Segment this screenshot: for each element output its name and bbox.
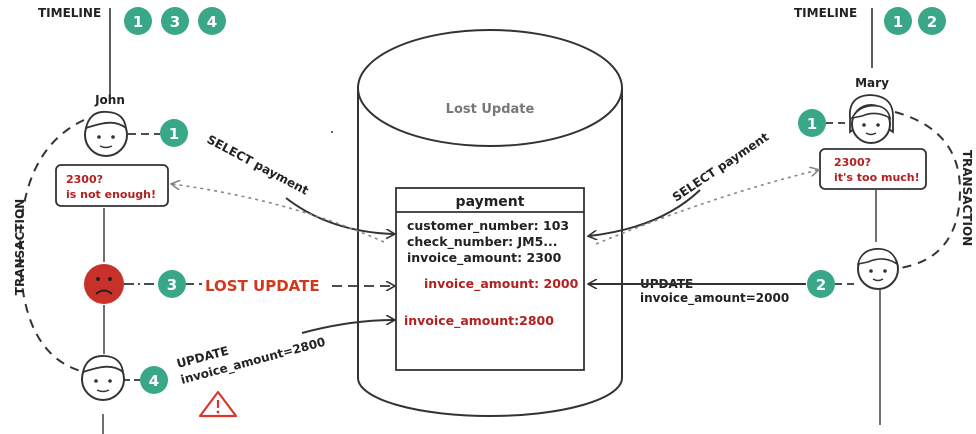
table-update-john-value: invoice_amount:2800: [404, 313, 554, 329]
mary-transaction-bracket: [894, 111, 962, 269]
mary-step-2-badge: 2: [807, 270, 835, 298]
mary-select-arrow: [589, 189, 701, 236]
john-transaction-bracket: [18, 119, 85, 373]
svg-text:1: 1: [893, 13, 903, 31]
john-result-arrow: [172, 184, 385, 243]
mary-step-1-action: SELECT payment: [670, 130, 772, 205]
svg-text:3: 3: [170, 13, 180, 31]
john-timeline-label: TIMELINE: [38, 6, 101, 20]
john-speech-bubble: [55, 164, 169, 207]
john-bubble-line1: 2300?: [66, 173, 103, 186]
john-avatar-bottom-icon: [81, 355, 125, 401]
john-transaction-label: TRANSACTION: [13, 199, 27, 295]
table-row-customer-number: customer_number: 103: [407, 218, 569, 234]
mary-transaction-label: TRANSACTION: [960, 150, 974, 246]
svg-text:2: 2: [927, 13, 937, 31]
john-name: John: [94, 93, 125, 107]
sad-face-icon: [84, 264, 124, 304]
svg-text:2: 2: [816, 276, 826, 294]
diagram-title: Lost Update: [446, 102, 535, 117]
john-bubble-line2: is not enough!: [66, 188, 156, 201]
mary-bubble-line1: 2300?: [834, 156, 871, 169]
john-timeline-badge-4: 4: [198, 7, 226, 35]
mary-avatar-icon: [848, 94, 894, 144]
table-update-mary-value: invoice_amount: 2000: [424, 276, 579, 292]
table-name: payment: [456, 194, 525, 210]
mary-timeline-badge-1: 1: [884, 7, 912, 35]
table-row-check-number: check_number: JM5...: [407, 234, 558, 250]
mary-result-arrow: [595, 170, 818, 245]
john-step-1-action: SELECT payment: [205, 132, 312, 197]
john-update-arrow: [301, 320, 394, 334]
mary-bubble-line2: it's too much!: [834, 171, 920, 184]
svg-text:4: 4: [207, 13, 217, 31]
svg-text:1: 1: [807, 115, 817, 133]
john-step-3-action: LOST UPDATE: [205, 277, 320, 295]
stray-dot: [331, 131, 333, 133]
mary-timeline-label: TIMELINE: [794, 6, 857, 20]
john-avatar-icon: [84, 110, 128, 157]
john-timeline-badge-1: 1: [124, 7, 152, 35]
john-step-1-badge: 1: [160, 119, 188, 147]
svg-text:4: 4: [149, 372, 159, 390]
svg-text:3: 3: [167, 276, 177, 294]
warning-icon: [198, 390, 238, 418]
table-row-invoice-amount: invoice_amount: 2300: [407, 250, 562, 266]
mary-name: Mary: [855, 76, 889, 90]
svg-text:1: 1: [133, 13, 143, 31]
svg-text:1: 1: [169, 125, 179, 143]
mary-step-1-badge: 1: [798, 109, 826, 137]
john-step-3-badge: 3: [158, 270, 186, 298]
john-select-arrow: [285, 197, 394, 234]
payment-table: [395, 187, 585, 371]
john-timeline-badge-3: 3: [161, 7, 189, 35]
john-step-4-badge: 4: [140, 366, 168, 394]
mary-step-2-action-line2: invoice_amount=2000: [640, 291, 789, 306]
mary-avatar-bottom-icon: [856, 248, 899, 290]
mary-timeline-badge-2: 2: [918, 7, 946, 35]
